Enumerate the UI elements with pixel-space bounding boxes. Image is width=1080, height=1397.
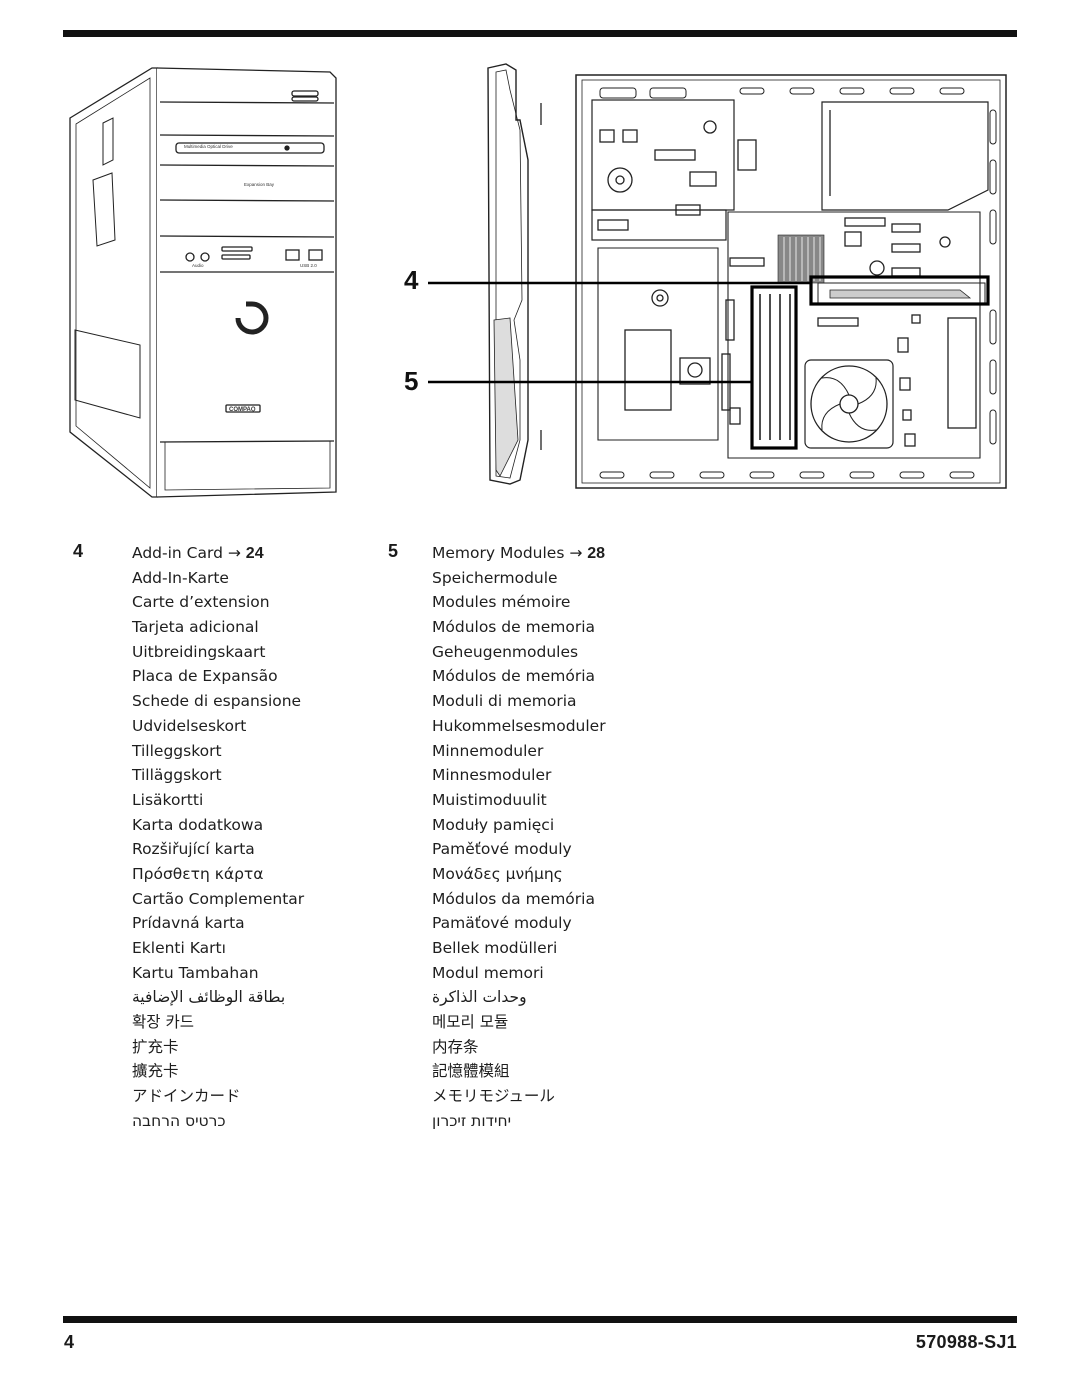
- translation-simplified-chinese: 扩充卡: [132, 1037, 179, 1056]
- translation: Hukommelsesmoduler: [432, 716, 606, 735]
- translation: Tilläggskort: [132, 766, 222, 785]
- translation: Schede di espansione: [132, 692, 302, 711]
- translation: Módulos de memoria: [432, 618, 596, 637]
- translation: Cartão Complementar: [132, 889, 305, 908]
- translation-japanese: メモリモジュール: [432, 1087, 555, 1106]
- translation: Carte d’extension: [132, 593, 270, 612]
- translation: Rozšiřující karta: [132, 840, 255, 859]
- title-text: Memory Modules: [432, 544, 565, 562]
- translation: Prídavná karta: [132, 914, 245, 933]
- translation-hebrew: כרטיס הרחבה: [132, 1111, 226, 1130]
- translation-traditional-chinese: 記憶體模組: [432, 1062, 510, 1081]
- document-code: 570988-SJ1: [915, 1332, 1017, 1352]
- translation-arabic: وحدات الذاكرة: [432, 988, 527, 1007]
- translation: Μονάδες μνήμης: [432, 864, 563, 883]
- translation: Modul memori: [432, 963, 544, 982]
- translation-traditional-chinese: 擴充卡: [132, 1062, 179, 1081]
- computer-illustration: Multimedia Optical Drive Expansion Bay A…: [69, 63, 1007, 498]
- translation: Tilleggskort: [132, 741, 222, 760]
- item-number: 5: [388, 541, 399, 561]
- usb-label: USB 2.0: [300, 263, 317, 268]
- expansion-bay-label: Expansion Bay: [244, 182, 275, 187]
- translation: Lisäkortti: [132, 790, 204, 809]
- memory-modules-highlight: [750, 285, 798, 450]
- translation: Moduły pamięci: [432, 815, 555, 834]
- translation: Add-In-Karte: [132, 568, 229, 587]
- translation: Kartu Tambahan: [132, 963, 259, 982]
- translation: Placa de Expansão: [132, 667, 278, 686]
- brand-label: COMPAQ: [229, 407, 256, 413]
- add-in-card-title: Add-in Card → 24: [132, 541, 304, 566]
- side-panel: [487, 63, 542, 485]
- bottom-rule: [63, 1316, 1017, 1323]
- arrow-icon: →: [227, 544, 241, 562]
- translation-korean: 확장 카드: [132, 1013, 194, 1032]
- memory-modules-list: Memory Modules → 28 Speichermodule Modul…: [432, 541, 606, 1134]
- translation: Tarjeta adicional: [132, 618, 259, 637]
- translation: Uitbreidingskaart: [132, 642, 266, 661]
- translation: Eklenti Kartı: [132, 939, 226, 957]
- translation-korean: 메모리 모듈: [432, 1013, 509, 1032]
- add-in-card-list: Add-in Card → 24 Add-In-Karte Carte d’ex…: [132, 541, 304, 1134]
- callout-number-5: 5: [404, 366, 419, 396]
- page-reference: 28: [587, 545, 606, 562]
- add-in-card-highlight: [809, 275, 990, 306]
- translation: Pamäťové moduly: [432, 914, 572, 933]
- translation: Paměťové moduly: [432, 840, 572, 859]
- page-reference: 24: [245, 545, 264, 562]
- translation: Minnemoduler: [432, 741, 544, 760]
- top-rule: [63, 30, 1017, 37]
- translation-japanese: アドインカード: [132, 1087, 241, 1106]
- translation-hebrew: יחידות זיכרון: [432, 1111, 512, 1130]
- translation: Muistimoduulit: [432, 790, 547, 809]
- translation: Módulos de memória: [432, 667, 596, 686]
- translation: Módulos da memória: [432, 889, 595, 908]
- translation: Moduli di memoria: [432, 692, 577, 711]
- translation: Karta dodatkowa: [132, 815, 264, 834]
- translation-simplified-chinese: 内存条: [432, 1037, 479, 1056]
- page-number: 4: [64, 1332, 75, 1352]
- chassis-side-view: [575, 74, 1007, 489]
- translation: Geheugenmodules: [432, 642, 579, 661]
- callout-number-4: 4: [404, 265, 419, 295]
- title-text: Add-in Card: [132, 544, 223, 562]
- tower-front-view: [69, 67, 337, 498]
- translation: Πρόσθετη κάρτα: [132, 864, 264, 883]
- tower-labels: Multimedia Optical Drive Expansion Bay A…: [184, 144, 317, 413]
- translation: Speichermodule: [432, 568, 558, 587]
- translation: Modules mémoire: [432, 593, 571, 612]
- translation: Udvidelseskort: [132, 716, 247, 735]
- translation: Minnesmoduler: [432, 766, 552, 785]
- audio-label: Audio: [192, 263, 204, 268]
- translation-arabic: بطاقة الوظائف الإضافية: [132, 988, 286, 1007]
- optical-drive-label: Multimedia Optical Drive: [184, 144, 233, 149]
- memory-modules-title: Memory Modules → 28: [432, 541, 606, 566]
- item-number: 4: [73, 541, 84, 561]
- translation: Bellek modülleri: [432, 939, 558, 957]
- arrow-icon: →: [569, 544, 583, 562]
